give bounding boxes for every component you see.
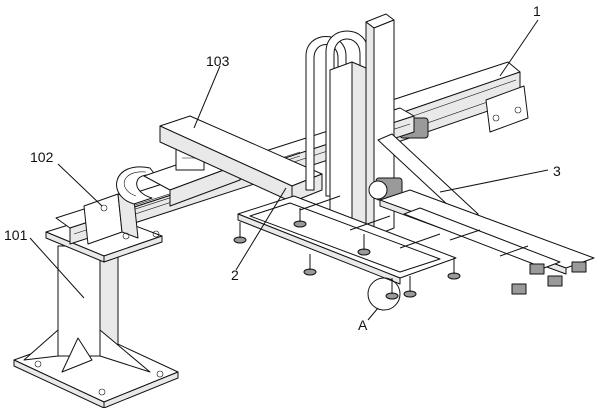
label-3: 3 xyxy=(553,163,561,179)
gripper-frame xyxy=(233,189,595,300)
cable-chain xyxy=(116,166,157,205)
label-2: 2 xyxy=(231,267,239,283)
label-103: 103 xyxy=(206,53,230,69)
detail-a-circle xyxy=(367,277,401,311)
label-1: 1 xyxy=(533,3,541,19)
leader-lines xyxy=(29,19,549,321)
support-column xyxy=(13,213,179,408)
label-102: 102 xyxy=(30,149,54,165)
suction-cups xyxy=(233,208,587,300)
callout-labels: 1 2 3 101 102 103 A xyxy=(4,3,561,333)
label-101: 101 xyxy=(4,227,28,243)
label-a: A xyxy=(358,317,368,333)
vertical-tower xyxy=(305,13,479,249)
